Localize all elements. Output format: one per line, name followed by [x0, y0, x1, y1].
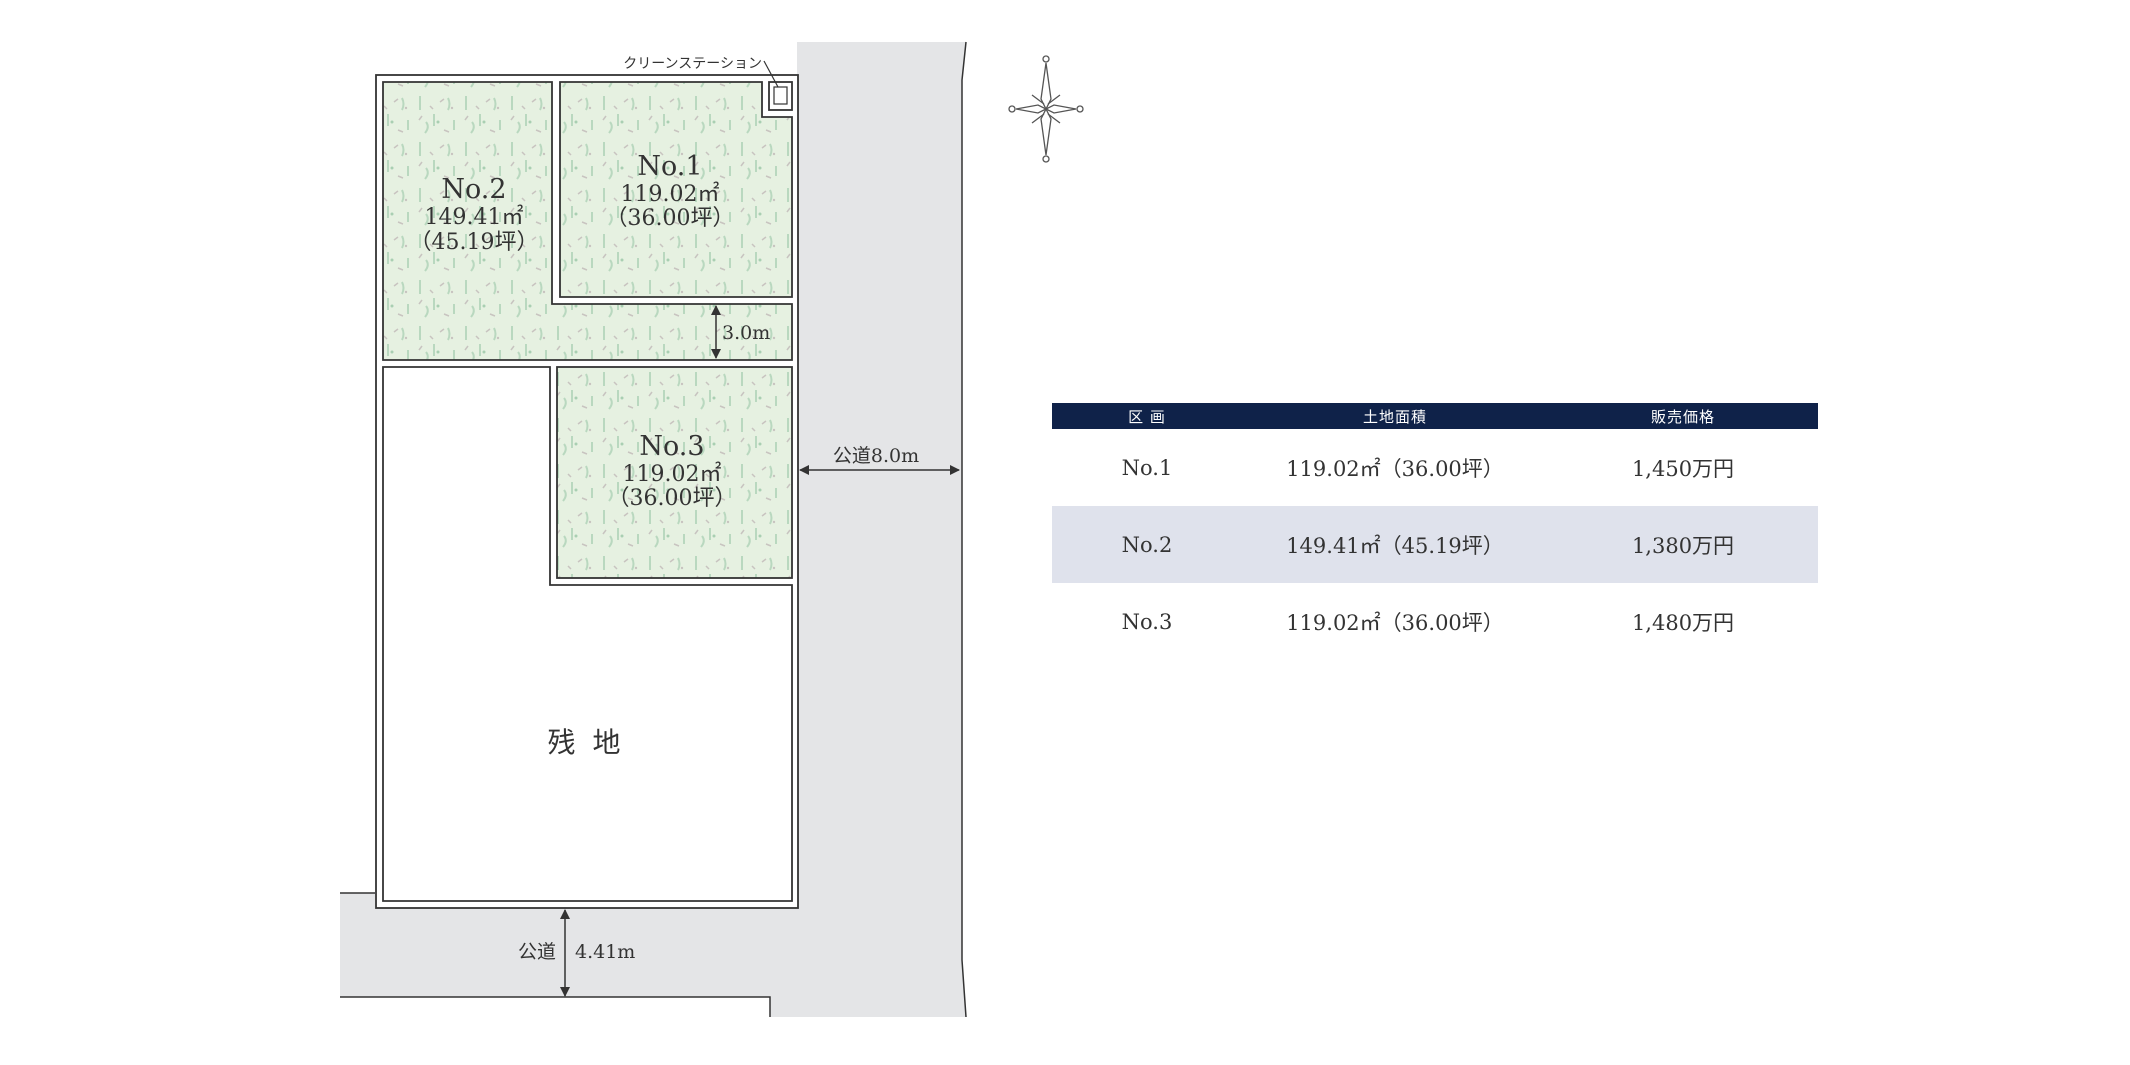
row-lot: No.2 [1052, 506, 1242, 583]
row-price: 1,480万円 [1631, 610, 1735, 635]
lot-no1-name: No.1 [637, 151, 702, 182]
clean-station-box [768, 81, 793, 111]
row-area: 119.02㎡（36.00坪） [1286, 610, 1504, 635]
south-road-width-label: 4.41m [575, 941, 635, 963]
east-road-label: 公道8.0m [833, 445, 919, 467]
price-table: 区 画 土地面積 販売価格 No.1 119.02㎡（36.00坪） 1,450… [1052, 403, 1818, 660]
price-table-header: 区 画 土地面積 販売価格 [1052, 403, 1818, 429]
compass-rose-icon [1008, 55, 1084, 163]
driveway-width-label: 3.0m [722, 322, 770, 344]
header-lot: 区 画 [1052, 403, 1242, 429]
lot-no2-tsubo: （45.19坪） [410, 230, 539, 255]
lot-no2-name: No.2 [441, 174, 506, 205]
south-road [340, 893, 797, 1017]
lot-no2-label: No.2 149.41㎡ （45.19坪） [410, 174, 539, 255]
lot-no1-area-value: 119.02㎡ [621, 181, 720, 207]
row-area: 149.41㎡（45.19坪） [1242, 506, 1548, 583]
lot-no2-area [382, 81, 793, 361]
lot-no1-tsubo: （36.00坪） [606, 206, 735, 231]
row-price: 1,450万円 [1631, 456, 1735, 481]
table-row: No.2 149.41㎡（45.19坪） 1,380万円 [1052, 506, 1818, 583]
east-road [797, 42, 966, 1017]
south-road-label: 公道 [518, 941, 556, 963]
south-road-edge [340, 996, 771, 1017]
lot-no3-area-value: 119.02㎡ [623, 461, 722, 487]
lot-no3-name: No.3 [639, 431, 704, 462]
clean-station-label: クリーンステーション [623, 56, 762, 72]
lot-no1-label: No.1 119.02㎡ （36.00坪） [606, 151, 735, 231]
row-price: 1,380万円 [1548, 506, 1818, 583]
lot-no1-area [559, 81, 793, 298]
table-row: No.3 119.02㎡（36.00坪） 1,480万円 [1052, 583, 1818, 660]
row-lot: No.1 [1121, 455, 1173, 480]
header-land-area: 土地面積 [1242, 403, 1548, 429]
lot-no3-area [556, 366, 793, 579]
remaining-land-label: 残 地 [548, 726, 625, 759]
header-sale-price: 販売価格 [1548, 403, 1818, 429]
table-row: No.1 119.02㎡（36.00坪） 1,450万円 [1052, 429, 1818, 506]
row-lot: No.3 [1121, 609, 1173, 634]
row-area: 119.02㎡（36.00坪） [1286, 456, 1504, 481]
lot-no3-tsubo: （36.00坪） [608, 486, 737, 511]
lot-no2-area-value: 149.41㎡ [425, 204, 524, 230]
east-road-edge [961, 41, 967, 1018]
lot-no3-label: No.3 119.02㎡ （36.00坪） [608, 431, 737, 511]
remaining-land-area [382, 366, 793, 902]
clean-station-leader [763, 60, 779, 88]
